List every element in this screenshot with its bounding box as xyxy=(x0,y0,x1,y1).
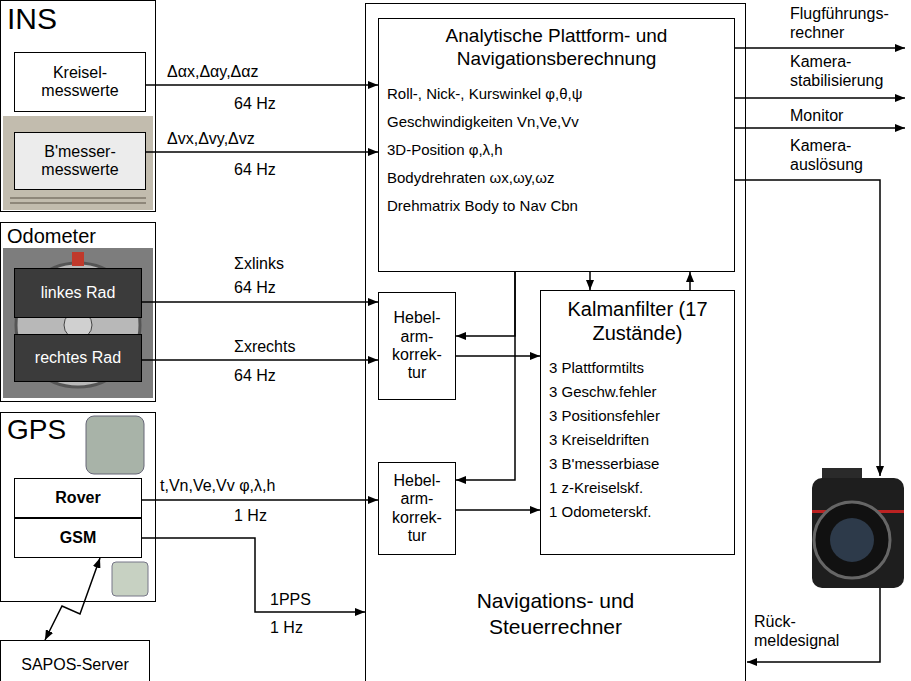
computer-box: Navigations- und Steuerrechner Analytisch… xyxy=(365,3,746,681)
server-box: SAPOS-Server xyxy=(0,640,150,681)
output-label: Flugführungs- rechner xyxy=(788,4,910,42)
sensor-box: Kreisel- messwerte xyxy=(14,52,146,112)
output-label: Kamera- stabilisierung xyxy=(788,52,910,90)
sensor-box: linkes Rad xyxy=(14,268,142,318)
connector xyxy=(456,355,540,357)
node-title: SAPOS-Server xyxy=(21,656,129,674)
rate-label: 64 Hz xyxy=(232,160,278,179)
process-box: Hebel- arm- korrek- tur xyxy=(378,462,456,555)
node-line: Roll-, Nick-, Kurswinkel φ,θ,ψ xyxy=(387,85,726,103)
feedback-arrow xyxy=(747,588,880,662)
node-title: Kreisel- messwerte xyxy=(18,64,142,101)
signal-label: 1PPS xyxy=(268,590,313,609)
process-box: Analytische Plattform- und Navigationsbe… xyxy=(378,18,735,272)
camera-body xyxy=(812,478,904,588)
output-arrow xyxy=(735,127,905,129)
signal-label: Δαx,Δαy,Δαz xyxy=(165,62,261,81)
rate-label: Monitor xyxy=(788,106,845,125)
signal-label: Σxrechts xyxy=(232,337,297,356)
receiver-box: GSM xyxy=(14,518,142,558)
sensor-box: rechtes Rad xyxy=(14,334,142,382)
node-title: Rover xyxy=(55,489,100,507)
connector xyxy=(689,272,691,290)
node-line: 3 Positionsfehler xyxy=(549,407,726,425)
process-box: Hebel- arm- korrek- tur xyxy=(378,292,456,400)
rate-label: 64 Hz xyxy=(232,366,278,385)
rate-label: 64 Hz xyxy=(232,278,278,297)
node-title: rechtes Rad xyxy=(35,349,121,367)
signal-label: t,Vn,Ve,Vv φ,λ,h xyxy=(158,476,277,495)
node-line: 1 Odometerskf. xyxy=(549,503,726,521)
connector xyxy=(142,499,378,501)
connector xyxy=(142,301,378,303)
connector xyxy=(45,558,100,640)
node-title: GPS xyxy=(1,413,155,447)
node-line: Drehmatrix Body to Nav Cbn xyxy=(387,197,726,215)
signal-label: Δvx,Δvy,Δvz xyxy=(165,129,257,148)
gps-receiver-photo xyxy=(86,416,144,474)
connector xyxy=(146,84,378,86)
node-title: Odometer xyxy=(1,223,155,249)
gps-keypad xyxy=(112,562,148,596)
wheel-photo xyxy=(3,248,153,398)
node-line: 3 Kreiseldriften xyxy=(549,431,726,449)
group-box: INS Kreisel- messwerteB'messer- messwerte xyxy=(0,0,156,212)
connector xyxy=(589,272,591,290)
node-line: 3D-Position φ,λ,h xyxy=(387,141,726,159)
node-title: Navigations- und Steuerrechner xyxy=(366,588,745,641)
receiver-box: Rover xyxy=(14,478,142,518)
connector xyxy=(456,272,515,336)
connector xyxy=(146,151,378,153)
connector xyxy=(142,359,378,361)
node-title: Hebel- arm- korrek- tur xyxy=(382,309,452,383)
connector xyxy=(456,272,515,480)
node-title: Hebel- arm- korrek- tur xyxy=(382,472,452,546)
group-box: GPS RoverGSM xyxy=(0,412,156,602)
node-line: Bodydrehraten ωx,ωy,ωz xyxy=(387,169,726,187)
rate-label: 64 Hz xyxy=(232,94,278,113)
filter-box: Kalmanfilter (17 Zustände) 3 Plattformtil… xyxy=(540,290,735,555)
group-box: Odometer linkes Rad rechtes Rad xyxy=(0,222,156,402)
camera-lens xyxy=(814,502,890,578)
node-title: GSM xyxy=(60,529,96,547)
node-title: linkes Rad xyxy=(41,284,116,302)
output-arrow xyxy=(735,97,905,99)
output-arrow xyxy=(735,47,905,49)
node-line: 3 Plattformtilts xyxy=(549,359,726,377)
node-title: B'messer- messwerte xyxy=(18,143,142,180)
ins-photo xyxy=(3,116,153,210)
node-title: Kalmanfilter (17 Zustände) xyxy=(549,297,726,345)
connector xyxy=(142,538,365,612)
output-label: Rück- meldesignal xyxy=(752,612,866,650)
node-title: Analytische Plattform- und Navigationsbe… xyxy=(387,25,726,71)
odometer-sensor xyxy=(72,252,84,266)
rate-label: 1 Hz xyxy=(232,506,269,525)
connector xyxy=(456,509,540,511)
node-line: 1 z-Kreiselskf. xyxy=(549,479,726,497)
trigger-arrow xyxy=(735,180,880,476)
camera-glass xyxy=(830,518,874,562)
signal-label: Σxlinks xyxy=(232,254,286,273)
output-label: Kamera- auslösung xyxy=(788,136,910,174)
ins-photo-detail xyxy=(10,198,146,203)
node-line: 3 Geschw.fehler xyxy=(549,383,726,401)
node-title: INS xyxy=(1,1,155,37)
rate-label: 1 Hz xyxy=(268,618,305,637)
node-line: Geschwindigkeiten Vn,Ve,Vv xyxy=(387,113,726,131)
sensor-box: B'messer- messwerte xyxy=(14,132,146,190)
node-line: 3 B'messerbiase xyxy=(549,455,726,473)
